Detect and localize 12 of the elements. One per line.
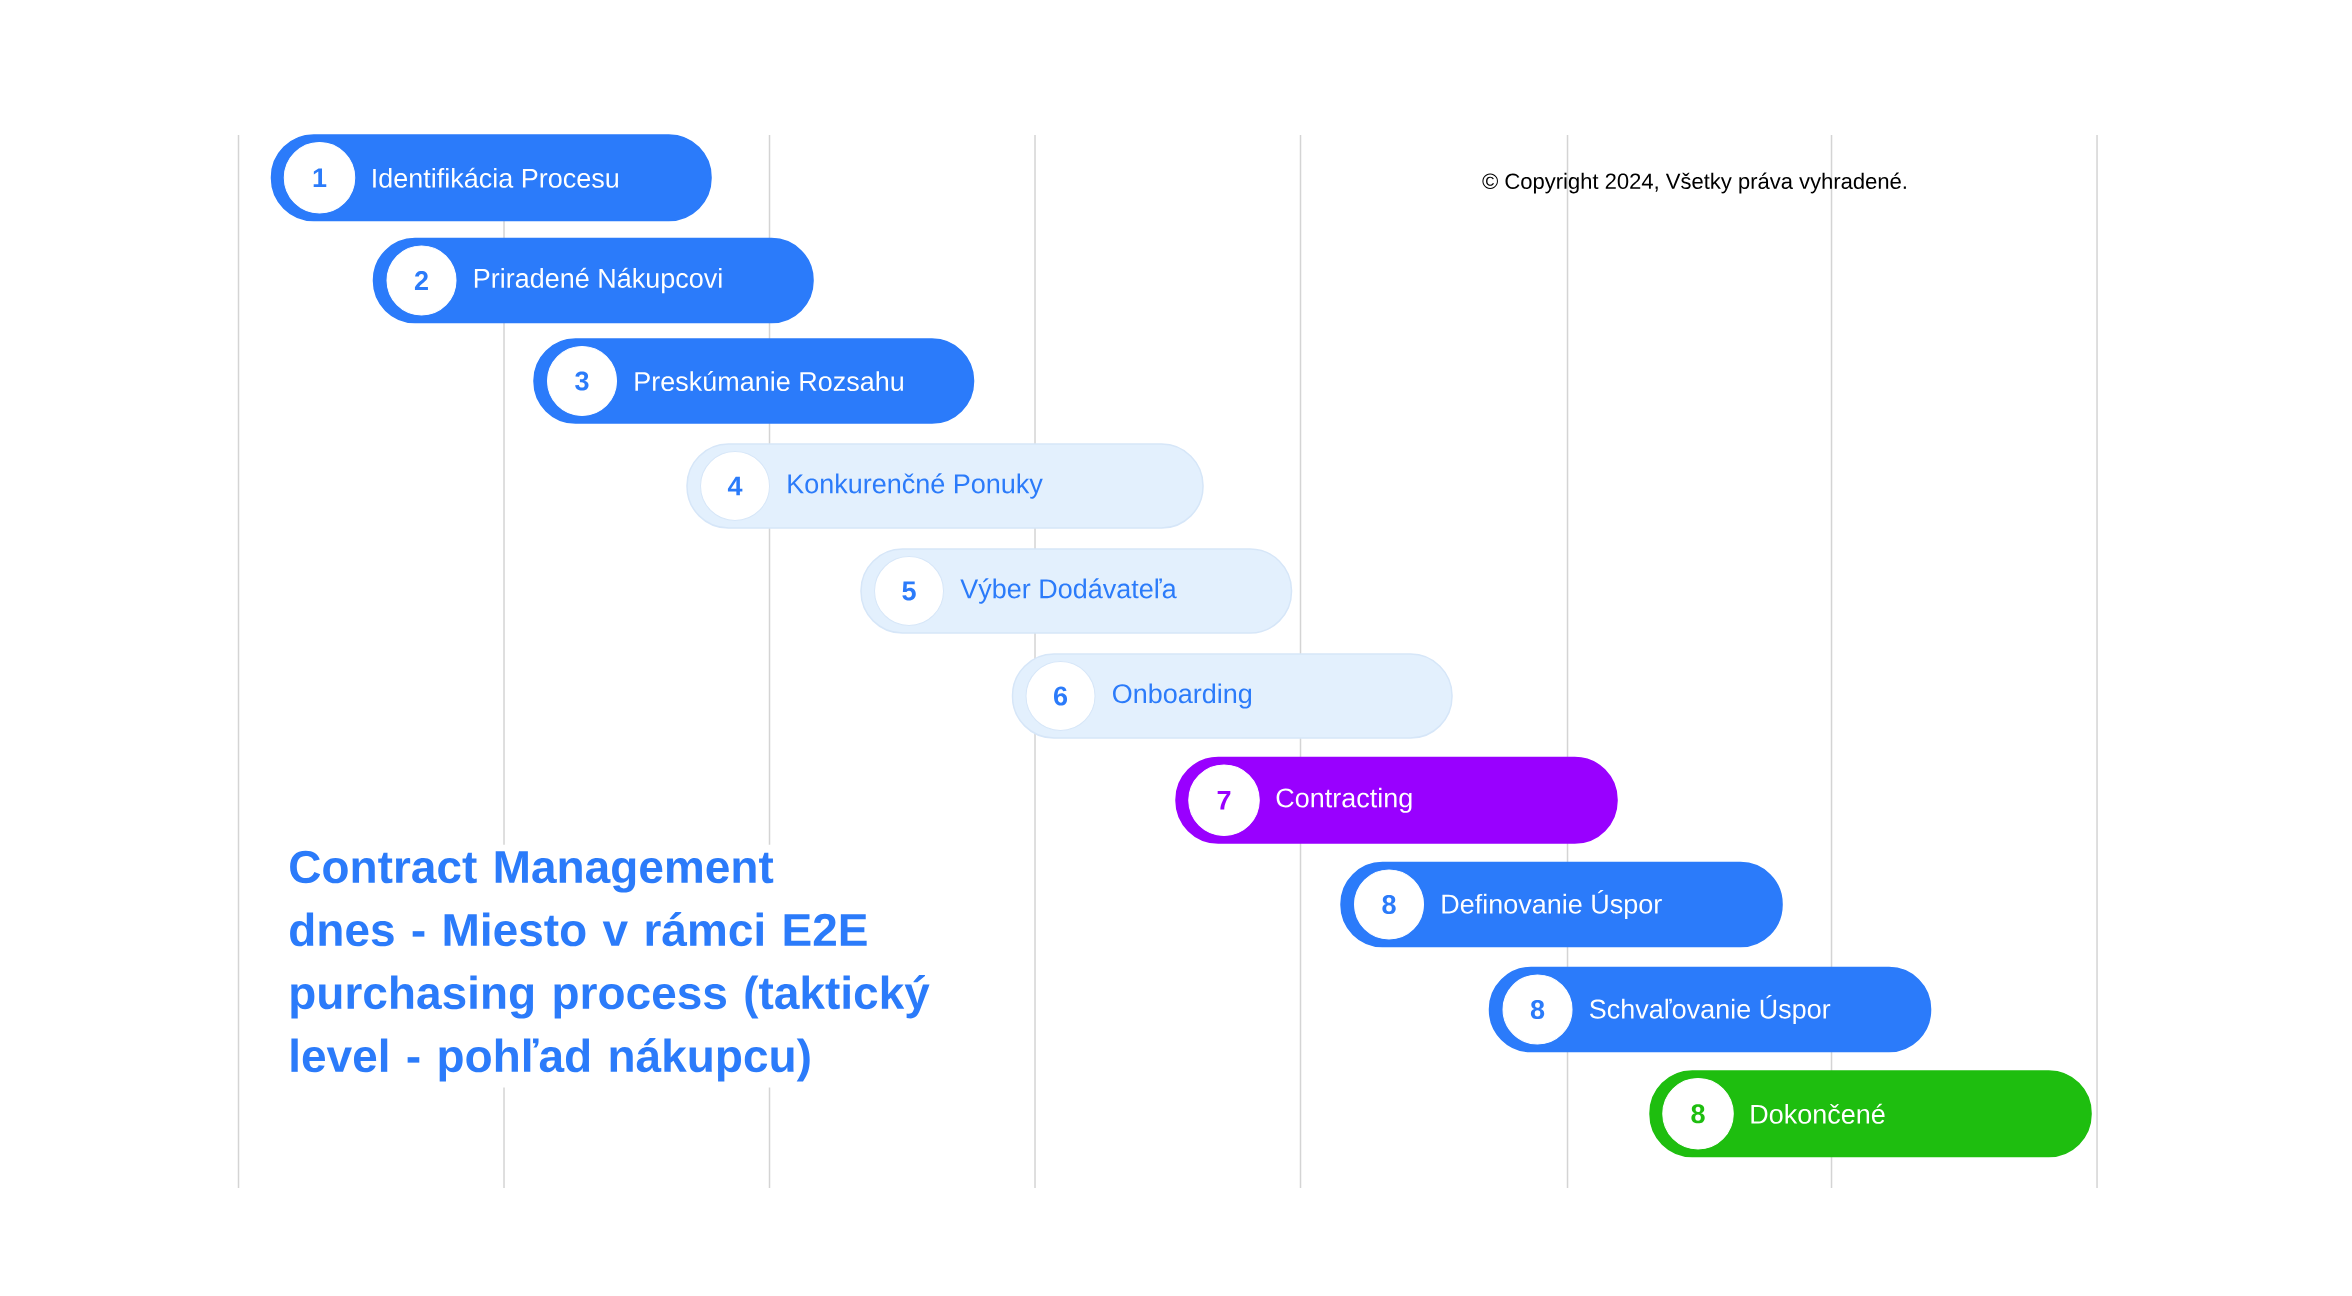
step-pill: 1 Identifikácia Procesu bbox=[270, 134, 712, 222]
step-pill: 8 Dokončené bbox=[1649, 1070, 2092, 1158]
step-pill: 8 Definovanie Úspor bbox=[1340, 861, 1783, 948]
step-pill: 8 Schvaľovanie Úspor bbox=[1488, 966, 1932, 1053]
step-pill: 5 Výber Dodávateľa bbox=[860, 548, 1293, 634]
step-pill: 4 Konkurenčné Ponuky bbox=[686, 443, 1204, 529]
step-pill: 3 Preskúmanie Rozsahu bbox=[533, 338, 975, 424]
step-pill: 2 Priradené Nákupcovi bbox=[372, 237, 814, 324]
step-pill: 6 Onboarding bbox=[1011, 653, 1453, 739]
title: Contract Management dnes - Miesto v rámci E2E purchasing process (taktický level - pohľad nákupcu) bbox=[290, 850, 930, 1082]
step-pill: 7 Contracting bbox=[1175, 756, 1618, 844]
copyright-note: © Copyright 2024, Všetky práva vyhradené. bbox=[1482, 172, 1906, 194]
